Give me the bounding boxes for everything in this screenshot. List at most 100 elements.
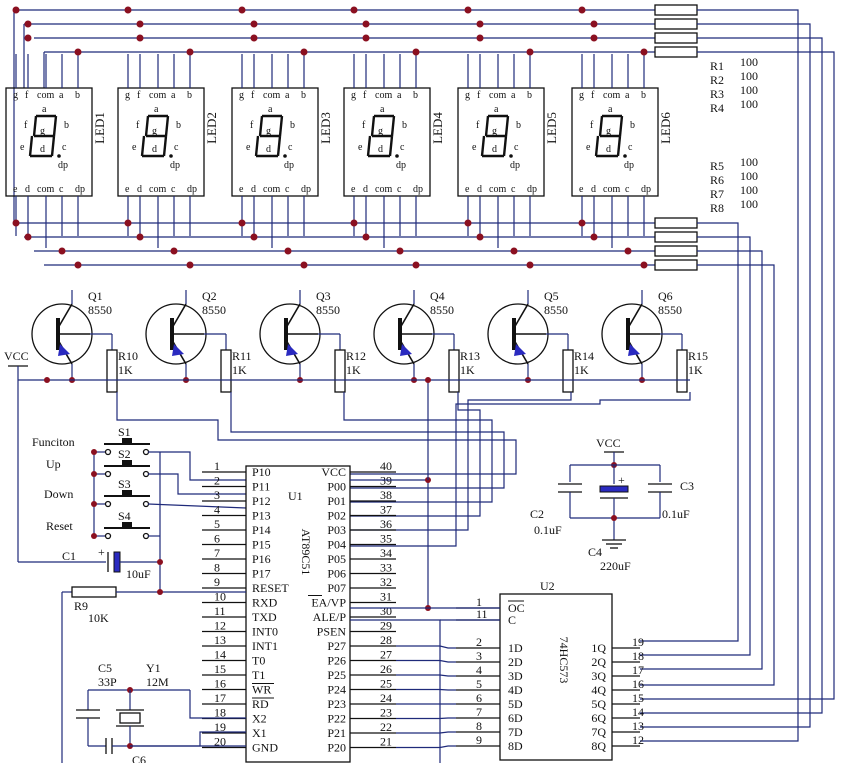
junction-dot: [24, 233, 32, 241]
latch-pin-name: 8Q: [591, 739, 606, 753]
junction-dot: [464, 6, 472, 14]
led-top-pin-label: com: [489, 90, 506, 101]
led-name: LED4: [430, 112, 445, 144]
resistor-value: 100: [740, 183, 758, 197]
transistor-ref: Q4: [430, 289, 445, 303]
mcu-pin-name: P07: [327, 581, 346, 595]
led-top-pin-label: a: [285, 90, 290, 101]
mcu-part: AT89C51: [299, 529, 313, 576]
seg-g-label: g: [492, 126, 497, 137]
base-resistor-value: 1K: [232, 363, 247, 377]
seg-b-label: b: [630, 120, 635, 131]
base-resistor-value: 1K: [460, 363, 475, 377]
led-bottom-pin-label: dp: [75, 184, 85, 195]
led-top-pin-label: b: [527, 90, 532, 101]
mcu-pin-number: 14: [214, 648, 226, 662]
latch-pin-name: 1Q: [591, 641, 606, 655]
seg-a-label: a: [268, 104, 273, 115]
seg-a-label: a: [380, 104, 385, 115]
junction-dot: [362, 233, 370, 241]
mcu-pin-name: P22: [327, 712, 346, 726]
seg-c-label: c: [400, 142, 405, 153]
led-bottom-pin-label: com: [375, 184, 392, 195]
seg-dp-label: dp: [624, 160, 634, 171]
seg-e-label: e: [472, 142, 477, 153]
mcu-pin-name: RD: [252, 697, 269, 711]
latch-pin-number: 5: [476, 677, 482, 691]
latch-pin-number: 12: [632, 733, 644, 747]
mcu-pin-number: 35: [380, 532, 392, 546]
mcu-pin-number: 23: [380, 706, 392, 720]
mcu-pin-name: P25: [327, 668, 346, 682]
junction-dot: [12, 219, 20, 227]
junction-dot: [578, 6, 586, 14]
mcu-pin-number: 8: [214, 561, 220, 575]
junction-dot: [186, 48, 194, 56]
base-resistor-ref: R14: [574, 349, 594, 363]
junction-dot: [590, 34, 598, 42]
latch-pin-number: 15: [632, 691, 644, 705]
emitter-arrow-icon: [628, 344, 640, 356]
latch-pin-name: 5Q: [591, 697, 606, 711]
led-bottom-pin-label: dp: [187, 184, 197, 195]
latch-pin-number: 17: [632, 663, 644, 677]
mcu-pin-number: 7: [214, 546, 220, 560]
led-top-pin-label: g: [465, 90, 470, 101]
latch-pin-number: 8: [476, 719, 482, 733]
mcu-pin-name: TXD: [252, 610, 277, 624]
led-segment: [598, 115, 604, 137]
base-resistor-ref: R15: [688, 349, 708, 363]
seg-a-label: a: [608, 104, 613, 115]
led-bottom-pin-label: com: [489, 184, 506, 195]
led-segment: [258, 115, 264, 137]
led-top-pin-label: b: [641, 90, 646, 101]
led-bottom-pin-label: e: [13, 184, 18, 195]
mcu-pin-name: ALE/P: [313, 610, 347, 624]
latch-pin-name: 6Q: [591, 711, 606, 725]
vcc-rail: VCC: [4, 349, 690, 562]
junction-dot: [136, 20, 144, 28]
mcu-pin-name: VCC: [321, 465, 346, 479]
resistor-value: 100: [740, 69, 758, 83]
junction-dot: [350, 219, 358, 227]
led-top-pin-label: a: [171, 90, 176, 101]
led-top-pin-label: g: [239, 90, 244, 101]
seg-dp-label: dp: [284, 160, 294, 171]
mcu-pin-name: INT1: [252, 639, 278, 653]
mcu-pin-name: P11: [252, 480, 270, 494]
base-resistor-value: 1K: [118, 363, 133, 377]
mcu-pin-number: 9: [214, 575, 220, 589]
led-top-pin-label: f: [137, 90, 141, 101]
mcu-pin-name: INT0: [252, 625, 278, 639]
led-segment: [28, 135, 34, 157]
junction-dot: [170, 247, 178, 255]
mcu-pin-name: P04: [327, 538, 346, 552]
latch-pin-name: 7D: [508, 725, 523, 739]
mcu-pin-name: GND: [252, 741, 278, 755]
led-segment: [32, 115, 38, 137]
mcu-pin-number: 15: [214, 662, 226, 676]
mcu-pin-number: 19: [214, 720, 226, 734]
latch-pin-number: 16: [632, 677, 644, 691]
r9-ref: R9: [74, 599, 88, 613]
seg-b-label: b: [64, 120, 69, 131]
mcu-pin-number: 18: [214, 706, 226, 720]
latch-pin-number: 9: [476, 733, 482, 747]
latch-pin-number: 18: [632, 649, 644, 663]
led-segment: [390, 115, 396, 137]
mcu-pin-number: 26: [380, 662, 392, 676]
seg-b-label: b: [402, 120, 407, 131]
y1-value: 12M: [146, 675, 169, 689]
latch-pin-number: 13: [632, 719, 644, 733]
junction-dot: [476, 20, 484, 28]
led-top-pin-label: a: [625, 90, 630, 101]
transistor-part: 8550: [202, 303, 226, 317]
r9-value: 10K: [88, 611, 109, 625]
